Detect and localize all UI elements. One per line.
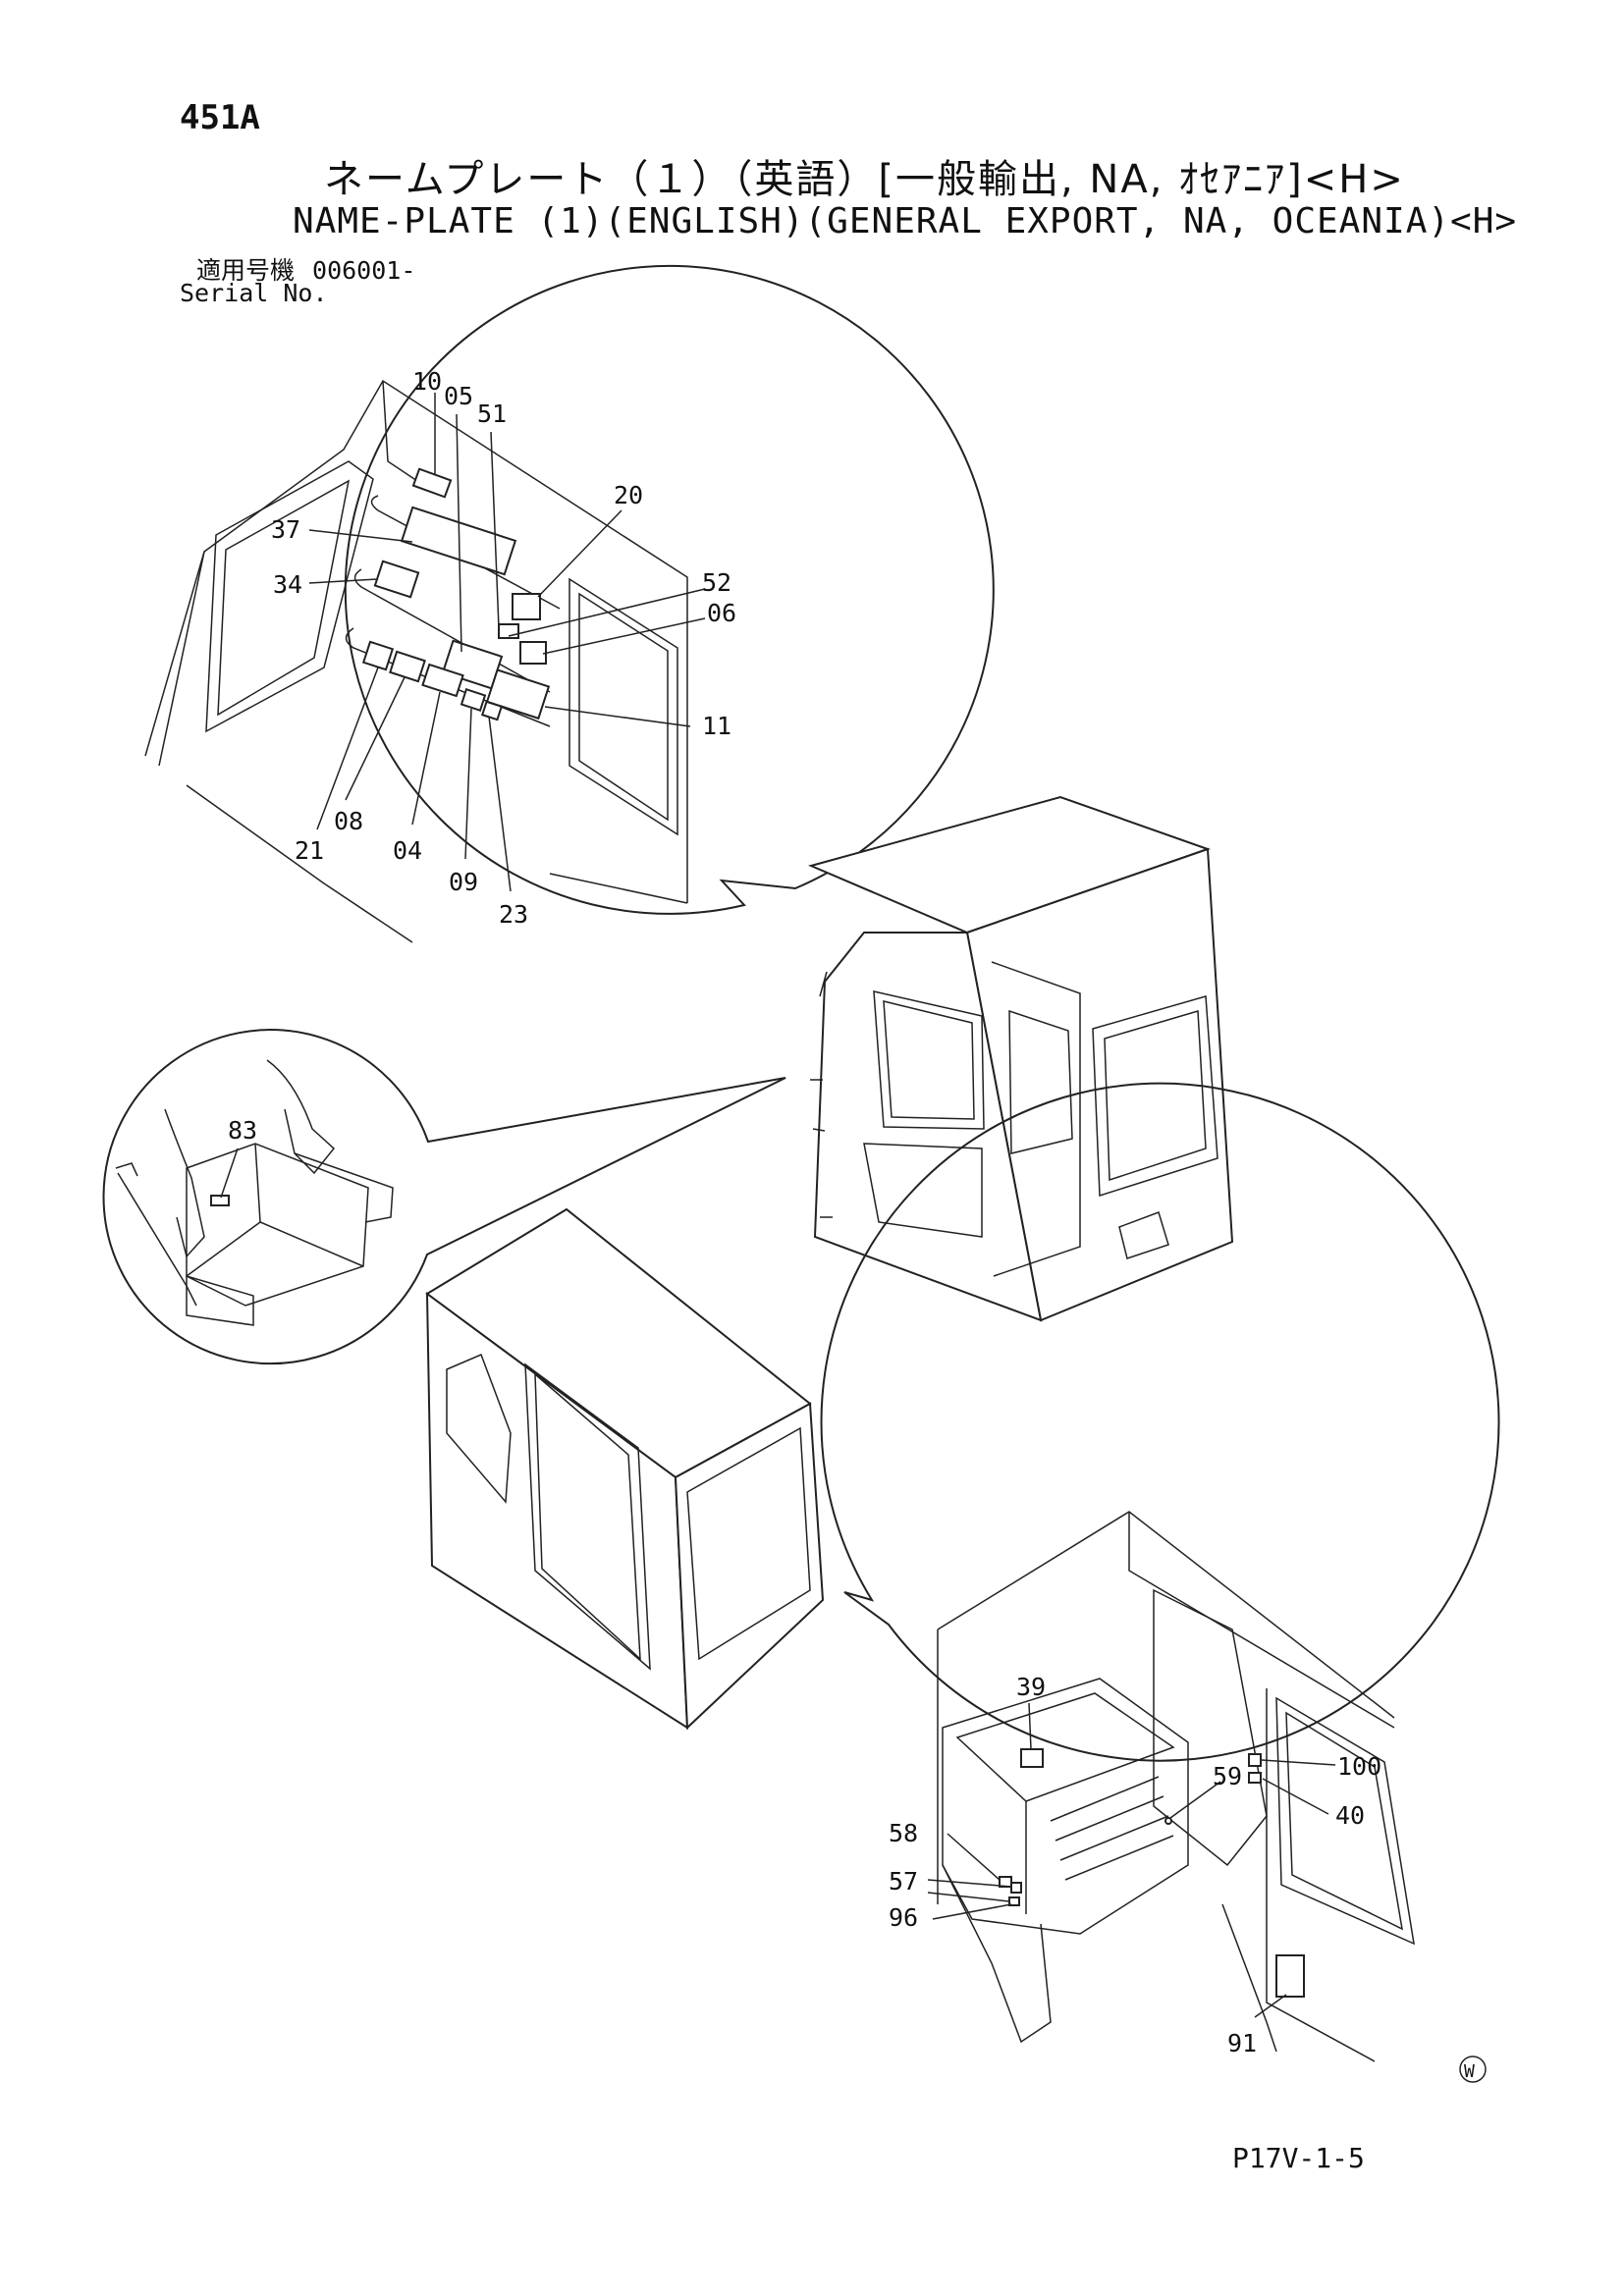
page-code: P17V-1-5 xyxy=(1232,2142,1365,2174)
callout-06: 06 xyxy=(707,599,736,627)
lower-detail-view: 39 59 100 40 58 57 96 91 xyxy=(820,1082,1500,2062)
cab-front-view xyxy=(807,795,1234,1322)
callout-09: 09 xyxy=(449,868,478,896)
callout-52: 52 xyxy=(702,568,731,597)
callout-04: 04 xyxy=(393,836,422,865)
callout-51: 51 xyxy=(477,400,507,428)
title-japanese: ネームプレート（１）（英語）[一般輸出, NA, ｵｾｱﾆｱ]<H> xyxy=(324,157,1405,202)
callout-08: 08 xyxy=(334,807,363,835)
w-mark-icon: W xyxy=(1459,2056,1487,2083)
callout-96: 96 xyxy=(889,1903,918,1932)
callout-10: 10 xyxy=(412,367,442,396)
w-mark-letter: W xyxy=(1464,2061,1475,2082)
page-id: 451A xyxy=(180,98,260,137)
cab-rear-view xyxy=(425,1207,825,1731)
serial-label-japanese: 適用号機 006001- xyxy=(196,251,415,287)
control-detail-view: 83 xyxy=(102,1029,786,1365)
callout-100: 100 xyxy=(1337,1752,1381,1781)
serial-label-english: Serial No. xyxy=(180,279,328,307)
callout-91: 91 xyxy=(1227,2029,1257,2057)
callout-11: 11 xyxy=(702,712,731,740)
callout-20: 20 xyxy=(614,481,643,509)
callout-34: 34 xyxy=(273,570,302,599)
serial-label-jp-text: 適用号機 xyxy=(196,256,296,285)
upper-detail-view: 10 05 51 20 37 34 52 06 11 21 08 04 09 2… xyxy=(144,264,995,943)
callout-57: 57 xyxy=(889,1867,918,1896)
callout-58: 58 xyxy=(889,1819,918,1847)
callout-05: 05 xyxy=(444,382,473,410)
callout-23: 23 xyxy=(499,900,528,929)
callout-40: 40 xyxy=(1335,1801,1365,1830)
title-english: NAME-PLATE (1)(ENGLISH)(GENERAL EXPORT, … xyxy=(293,201,1518,241)
callout-37: 37 xyxy=(271,515,300,544)
callout-59: 59 xyxy=(1213,1762,1242,1790)
callout-83: 83 xyxy=(228,1116,257,1145)
serial-value: 006001- xyxy=(312,256,416,285)
callout-21: 21 xyxy=(295,836,324,865)
callout-39: 39 xyxy=(1016,1673,1046,1701)
